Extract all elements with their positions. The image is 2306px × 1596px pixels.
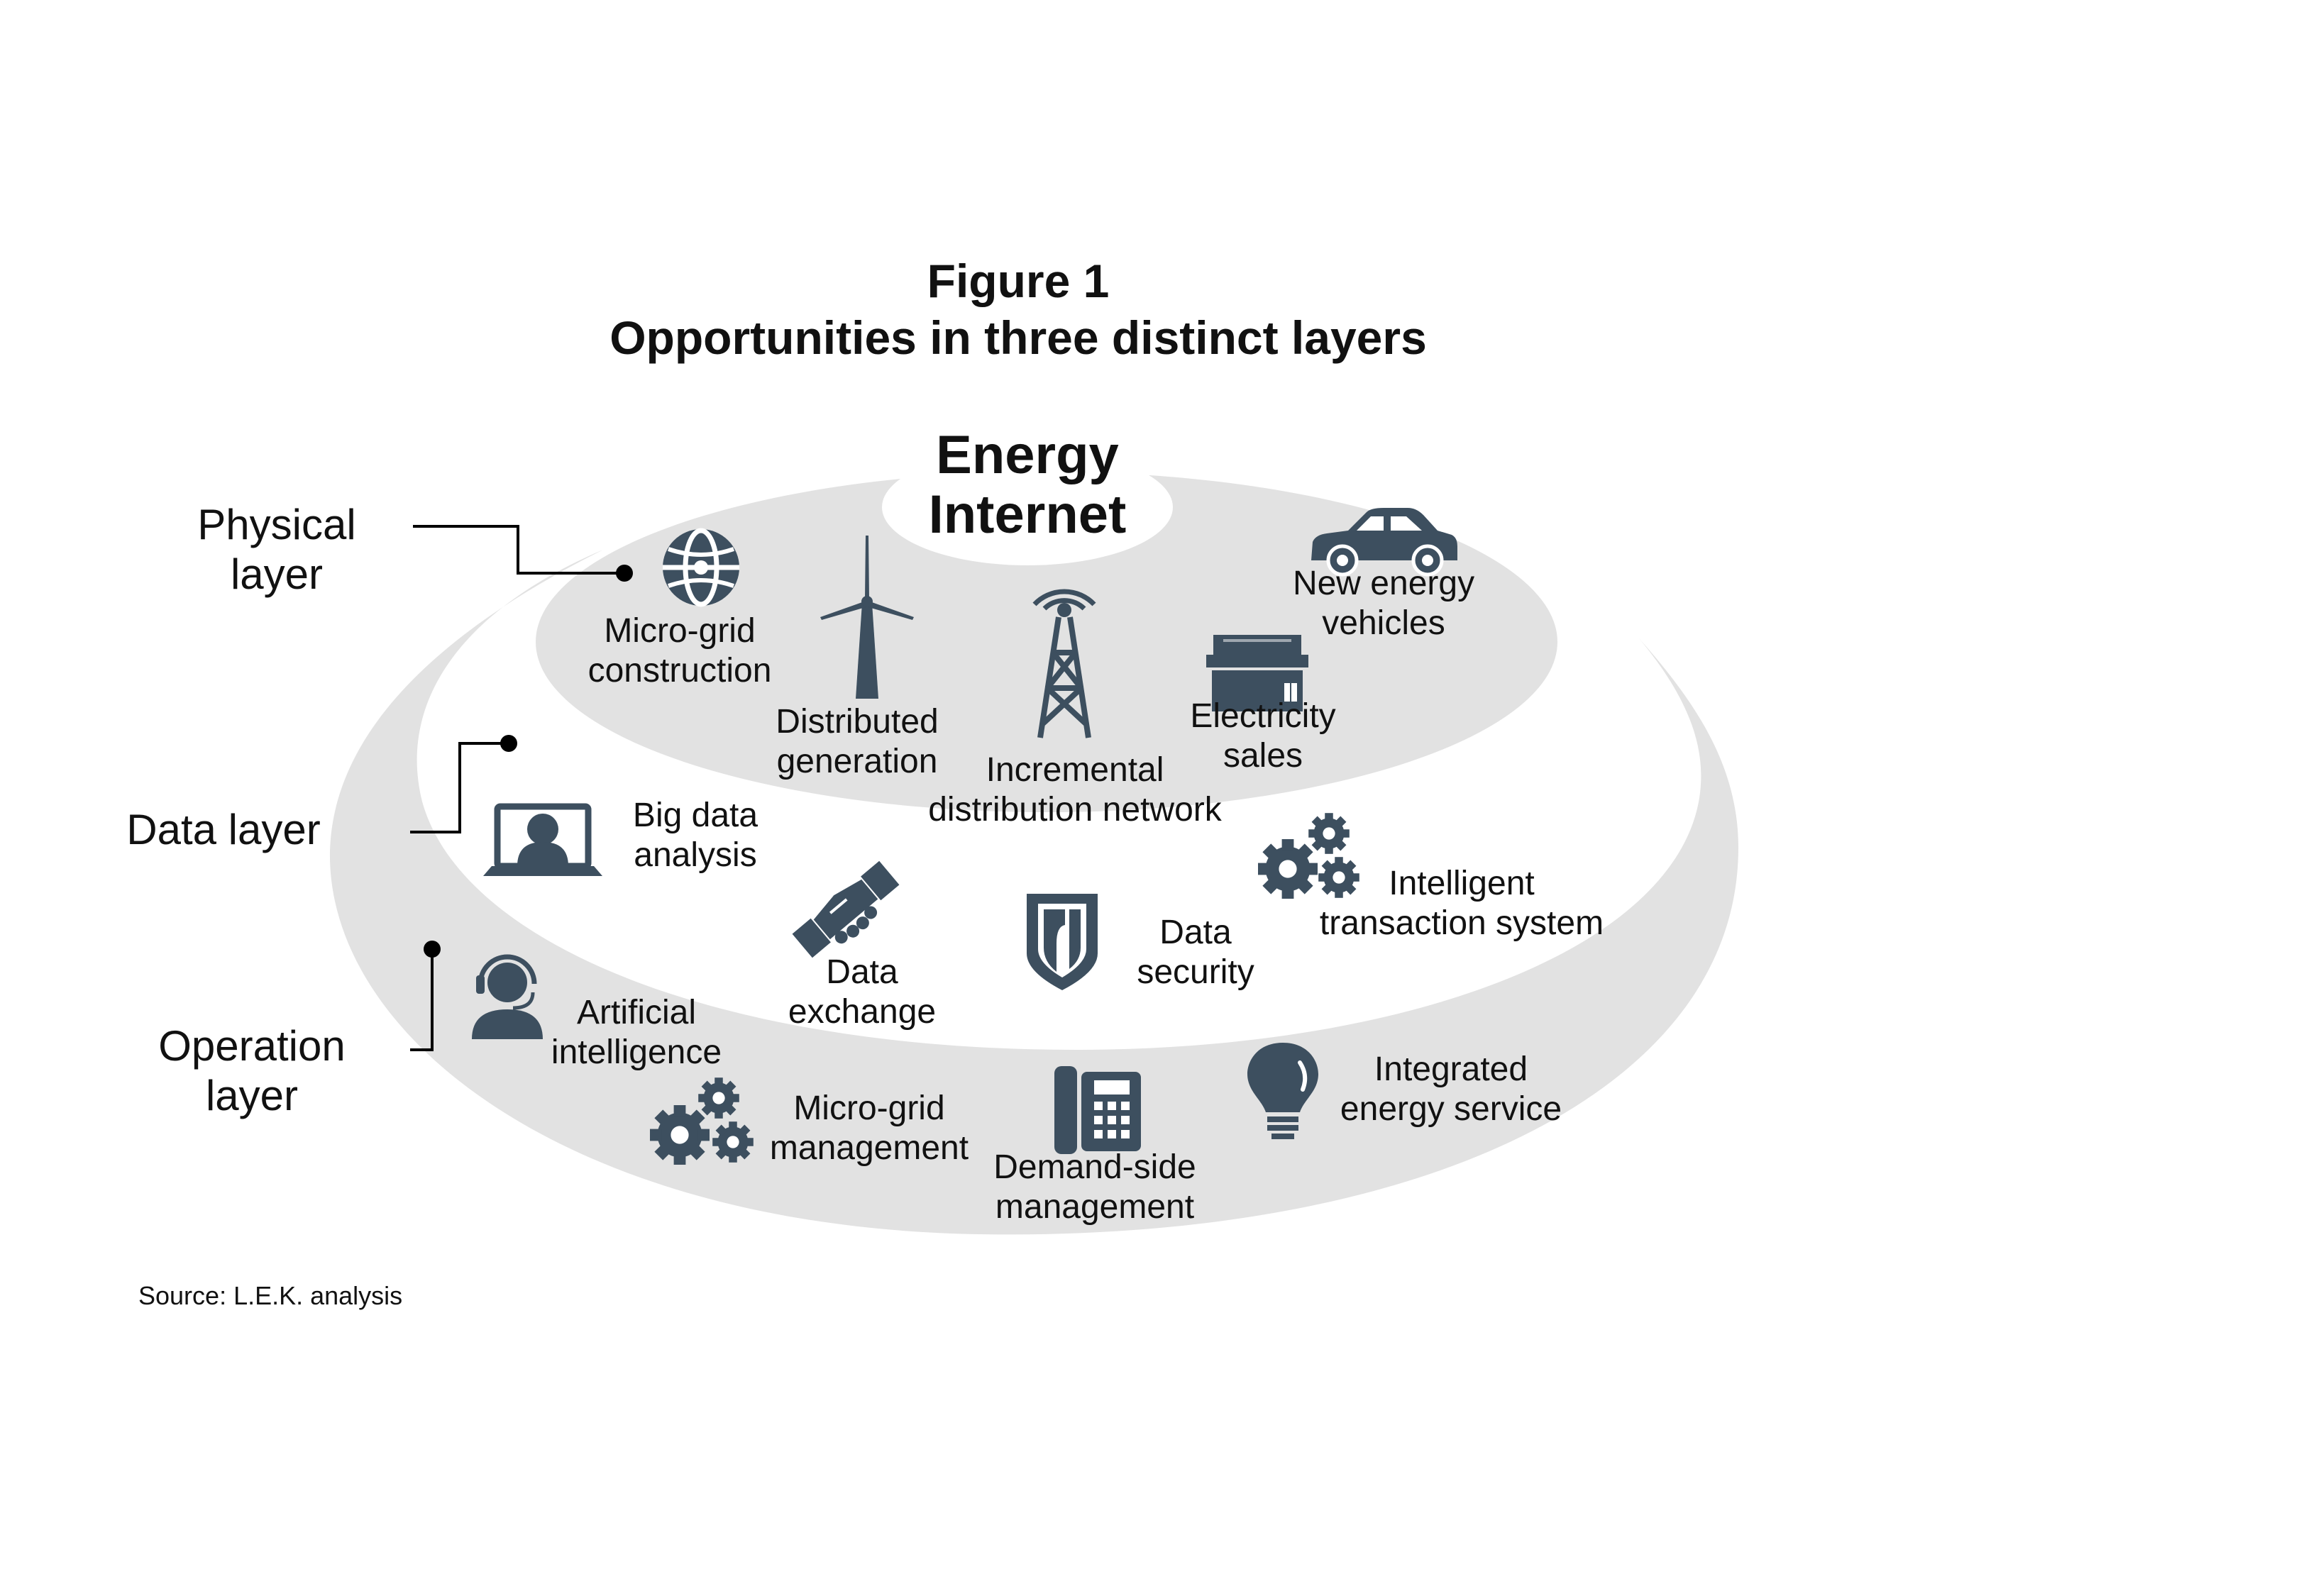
artificial-intelligence-line1: Artificial: [576, 994, 697, 1031]
microgrid-management-line1: Micro-grid: [793, 1090, 945, 1127]
microgrid-construction-line2: construction: [587, 652, 772, 690]
distributed-generation-line2: generation: [776, 743, 938, 781]
incremental-distribution-line1: Incremental: [986, 751, 1164, 789]
integrated-energy-service-label: Integrated energy service: [1327, 1050, 1575, 1129]
big-data-analysis-line1: Big data: [632, 797, 758, 834]
electricity-sales-line2: sales: [1223, 737, 1303, 775]
data-exchange-label: Data exchange: [766, 953, 958, 1032]
new-energy-vehicles-label: New energy vehicles: [1277, 564, 1490, 643]
data-exchange-line2: exchange: [788, 993, 937, 1031]
headset-user-icon: [472, 954, 543, 1039]
data-layer-label: Data layer: [126, 806, 321, 853]
wind-turbine-icon: [820, 536, 914, 699]
source-note: Source: L.E.K. analysis: [138, 1281, 403, 1310]
telephone-icon: [1054, 1066, 1141, 1154]
incremental-distribution-label: Incremental distribution network: [915, 750, 1235, 830]
demand-side-management-label: Demand-side management: [988, 1148, 1201, 1227]
handshake-icon: [792, 860, 900, 958]
electricity-sales-line1: Electricity: [1190, 697, 1336, 735]
intelligent-transaction-line2: transaction system: [1319, 904, 1604, 943]
core-label-line2: Internet: [928, 484, 1127, 545]
artificial-intelligence-line2: intelligence: [551, 1033, 722, 1072]
store-icon: [1206, 635, 1308, 711]
car-icon: [1311, 508, 1457, 577]
shield-icon: [1027, 894, 1098, 990]
laptop-user-icon: [483, 803, 602, 876]
figure-title: Opportunities in three distinct layers: [609, 311, 1427, 364]
data-layer-connector: [410, 735, 517, 833]
operation-layer-ring: [329, 550, 1739, 1235]
big-data-analysis-label: Big data analysis: [603, 796, 788, 875]
transmission-tower-icon: [1032, 589, 1096, 738]
physical-layer-label: Physical layer: [177, 500, 376, 599]
physical-layer-label-line1: Physical: [197, 501, 356, 548]
data-security-label: Data security: [1107, 913, 1284, 992]
microgrid-construction-label: Micro-grid construction: [573, 611, 786, 691]
operation-layer-label-line2: layer: [205, 1072, 299, 1120]
data-security-line1: Data: [1159, 914, 1232, 951]
microgrid-management-line2: management: [769, 1129, 969, 1168]
lightbulb-icon: [1247, 1043, 1318, 1139]
data-security-line2: security: [1137, 953, 1254, 992]
physical-layer-label-line2: layer: [230, 550, 324, 599]
artificial-intelligence-label: Artificial intelligence: [534, 993, 739, 1073]
core-label-line1: Energy: [936, 425, 1119, 485]
figure-number: Figure 1: [927, 255, 1110, 307]
distributed-generation-line1: Distributed: [776, 703, 939, 741]
electricity-sales-label: Electricity sales: [1171, 697, 1355, 776]
integrated-energy-line1: Integrated: [1374, 1051, 1528, 1088]
big-data-analysis-line2: analysis: [634, 836, 757, 875]
distributed-generation-label: Distributed generation: [754, 702, 960, 782]
integrated-energy-line2: energy service: [1340, 1090, 1562, 1129]
new-energy-vehicles-line2: vehicles: [1322, 604, 1445, 643]
new-energy-vehicles-line1: New energy: [1292, 565, 1475, 602]
demand-side-line1: Demand-side: [993, 1148, 1196, 1186]
core-label: Energy Internet: [886, 426, 1169, 544]
physical-layer-connector: [413, 525, 633, 582]
operation-layer-label-line1: Operation: [158, 1022, 346, 1070]
demand-side-line2: management: [995, 1188, 1195, 1226]
intelligent-transaction-line1: Intelligent: [1389, 865, 1535, 902]
globe-icon: [663, 528, 739, 607]
data-exchange-line1: Data: [826, 953, 898, 991]
intelligent-transaction-label: Intelligent transaction system: [1313, 864, 1611, 943]
microgrid-construction-line1: Micro-grid: [604, 612, 756, 650]
incremental-distribution-line2: distribution network: [928, 791, 1222, 829]
operation-layer-connector: [410, 941, 441, 1051]
physical-layer-ring: [536, 449, 1557, 812]
microgrid-management-label: Micro-grid management: [763, 1089, 976, 1168]
operation-layer-label: Operation layer: [142, 1021, 362, 1121]
